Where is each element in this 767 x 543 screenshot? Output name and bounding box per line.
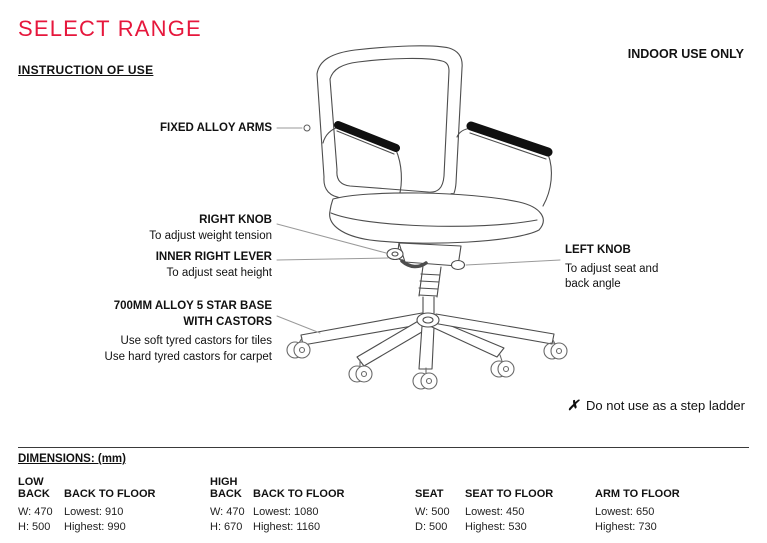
dim-value: Highest: 730 [595, 521, 657, 533]
right-knob-drawing [386, 247, 404, 261]
dim-value: Lowest: 650 [595, 506, 655, 518]
chair-base [300, 312, 555, 370]
chair-gaslift [418, 265, 442, 318]
dim-value: H: 670 [210, 521, 243, 533]
right-knob-label: RIGHT KNOB [199, 214, 272, 226]
dim-col-high-back-to-floor: BACK TO FLOOR Lowest: 1080 Highest: 1160 [253, 476, 344, 535]
dim-value: Highest: 1160 [253, 521, 321, 533]
chair-diagram [276, 45, 568, 390]
dim-col-low-back: LOW BACK W: 470 H: 500 [18, 476, 53, 535]
right-knob-desc: To adjust weight tension [149, 230, 272, 242]
dim-col-high-back: HIGH BACK W: 470 H: 670 [210, 476, 245, 535]
base-label-line2: WITH CASTORS [183, 316, 272, 328]
dim-header-line: BACK TO FLOOR [253, 488, 345, 500]
base-desc-carpet: Use hard tyred castors for carpet [104, 351, 272, 363]
callout-left-knob: LEFT KNOB To adjust seat and back angle [565, 243, 658, 292]
dim-value: Lowest: 910 [64, 506, 124, 518]
dim-col-low-back-to-floor: BACK TO FLOOR Lowest: 910 Highest: 990 [64, 476, 155, 535]
left-knob-label: LEFT KNOB [565, 244, 631, 256]
dim-value: W: 470 [18, 506, 53, 518]
dim-header-line: LOW [18, 476, 44, 488]
warning-text: Do not use as a step ladder [586, 398, 745, 413]
base-desc-tiles: Use soft tyred castors for tiles [120, 335, 272, 347]
dim-value: W: 470 [210, 506, 245, 518]
left-knob-desc-line1: To adjust seat and [565, 263, 659, 275]
dim-value: Lowest: 1080 [253, 506, 319, 518]
dim-value: Lowest: 450 [465, 506, 525, 518]
cross-icon: ✗ [567, 397, 579, 413]
dim-header-line: SEAT [415, 488, 444, 500]
dim-header-line: BACK [210, 488, 242, 500]
divider-line [18, 447, 749, 448]
left-knob-drawing [450, 259, 466, 271]
dim-value: Highest: 530 [465, 521, 527, 533]
dim-header-line: ARM TO FLOOR [595, 488, 680, 500]
castor-wheels [286, 337, 568, 390]
section-heading: INSTRUCTION OF USE [18, 63, 154, 77]
dim-header-line: SEAT TO FLOOR [465, 488, 554, 500]
dim-col-seat-to-floor: SEAT TO FLOOR Lowest: 450 Highest: 530 [465, 476, 553, 535]
dimensions-heading: DIMENSIONS: (mm) [18, 453, 126, 465]
dim-header-line: BACK [18, 488, 50, 500]
callout-fixed-alloy-arms: FIXED ALLOY ARMS [159, 122, 272, 134]
base-label-line1: 700MM ALLOY 5 STAR BASE [113, 300, 272, 312]
dim-col-arm-to-floor: ARM TO FLOOR Lowest: 650 Highest: 730 [595, 476, 680, 535]
leader-lines [276, 124, 561, 334]
chair-mechanism [386, 242, 466, 271]
left-knob-desc-line2: back angle [565, 278, 621, 290]
dim-col-seat: SEAT W: 500 D: 500 [415, 476, 450, 535]
inner-right-lever-label: INNER RIGHT LEVER [155, 251, 272, 263]
dim-header-line: BACK TO FLOOR [64, 488, 156, 500]
chair-seat [329, 192, 544, 244]
callout-star-base: 700MM ALLOY 5 STAR BASE WITH CASTORS Use… [105, 298, 272, 365]
callout-right-knob-lever: RIGHT KNOB To adjust weight tension INNE… [149, 212, 272, 281]
dim-value: W: 500 [415, 506, 450, 518]
indoor-use-note: INDOOR USE ONLY [627, 47, 744, 61]
dim-header-line: HIGH [210, 476, 238, 488]
dim-value: H: 500 [18, 521, 51, 533]
chair-arm-right [456, 121, 553, 207]
dim-value: Highest: 990 [64, 521, 126, 533]
dim-value: D: 500 [415, 521, 448, 533]
page-title: SELECT RANGE [18, 16, 202, 41]
warning-step-ladder: ✗ Do not use as a step ladder [567, 397, 745, 414]
inner-right-lever-desc: To adjust seat height [166, 267, 273, 279]
